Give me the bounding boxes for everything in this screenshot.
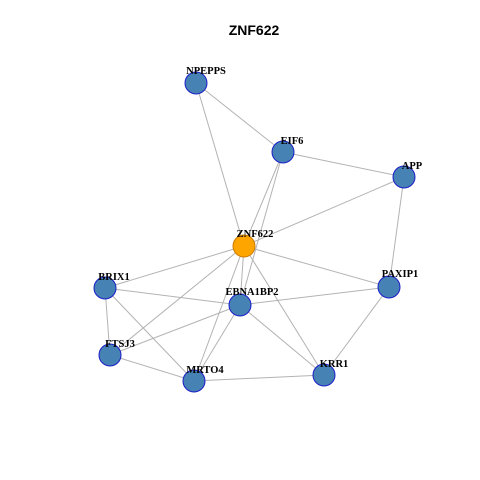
edge-npepps-eif6: [195, 82, 284, 153]
edge-ebna1bp2-ftsj3: [109, 304, 241, 356]
node-label: MRTO4: [186, 365, 224, 376]
edge-ebna1bp2-mrto4: [193, 304, 241, 382]
node-circle[interactable]: [271, 140, 295, 164]
node-eif6[interactable]: EIF6: [271, 136, 304, 164]
edge-znf622-ftsj3: [109, 245, 245, 356]
edge-brix1-ebna1bp2: [104, 287, 241, 306]
node-paxip1[interactable]: PAXIP1: [377, 269, 419, 299]
edges-layer: [104, 82, 405, 382]
edge-znf622-brix1: [104, 245, 245, 289]
node-label: NPEPPS: [186, 66, 226, 77]
node-circle[interactable]: [228, 293, 252, 317]
node-label: APP: [402, 161, 423, 172]
edge-app-paxip1: [388, 176, 405, 288]
node-app[interactable]: APP: [392, 161, 423, 189]
node-label: PAXIP1: [382, 269, 419, 280]
node-circle[interactable]: [184, 71, 208, 95]
node-circle[interactable]: [377, 275, 401, 299]
node-label: FTSJ3: [105, 339, 135, 350]
node-ftsj3[interactable]: FTSJ3: [98, 339, 135, 367]
node-label: EBNA1BP2: [225, 287, 278, 298]
edge-eif6-znf622: [243, 151, 284, 247]
node-label: ZNF622: [237, 229, 274, 240]
node-circle[interactable]: [312, 363, 336, 387]
node-circle[interactable]: [232, 234, 256, 258]
edge-znf622-krr1: [243, 245, 325, 376]
edge-paxip1-ebna1bp2: [239, 286, 390, 306]
node-circle[interactable]: [392, 165, 416, 189]
edge-paxip1-krr1: [323, 286, 390, 376]
graph-title: ZNF622: [229, 22, 280, 38]
edge-eif6-app: [282, 151, 405, 178]
node-ebna1bp2[interactable]: EBNA1BP2: [225, 287, 279, 317]
edge-ebna1bp2-krr1: [239, 304, 325, 376]
node-circle[interactable]: [98, 343, 122, 367]
edge-npepps-znf622: [195, 82, 245, 247]
node-mrto4[interactable]: MRTO4: [182, 365, 224, 393]
node-znf622[interactable]: ZNF622: [232, 229, 274, 258]
edge-eif6-ebna1bp2: [239, 151, 284, 306]
node-circle[interactable]: [182, 369, 206, 393]
node-label: KRR1: [320, 359, 349, 370]
edge-brix1-mrto4: [104, 287, 195, 382]
node-label: EIF6: [281, 136, 304, 147]
edge-znf622-paxip1: [243, 245, 390, 288]
node-label: BRIX1: [98, 272, 130, 283]
edge-ftsj3-mrto4: [109, 354, 195, 382]
node-brix1[interactable]: BRIX1: [93, 272, 130, 300]
node-circle[interactable]: [93, 276, 117, 300]
edge-app-znf622: [243, 176, 405, 247]
edge-mrto4-krr1: [193, 374, 325, 382]
node-krr1[interactable]: KRR1: [312, 359, 349, 387]
node-npepps[interactable]: NPEPPS: [184, 66, 226, 95]
